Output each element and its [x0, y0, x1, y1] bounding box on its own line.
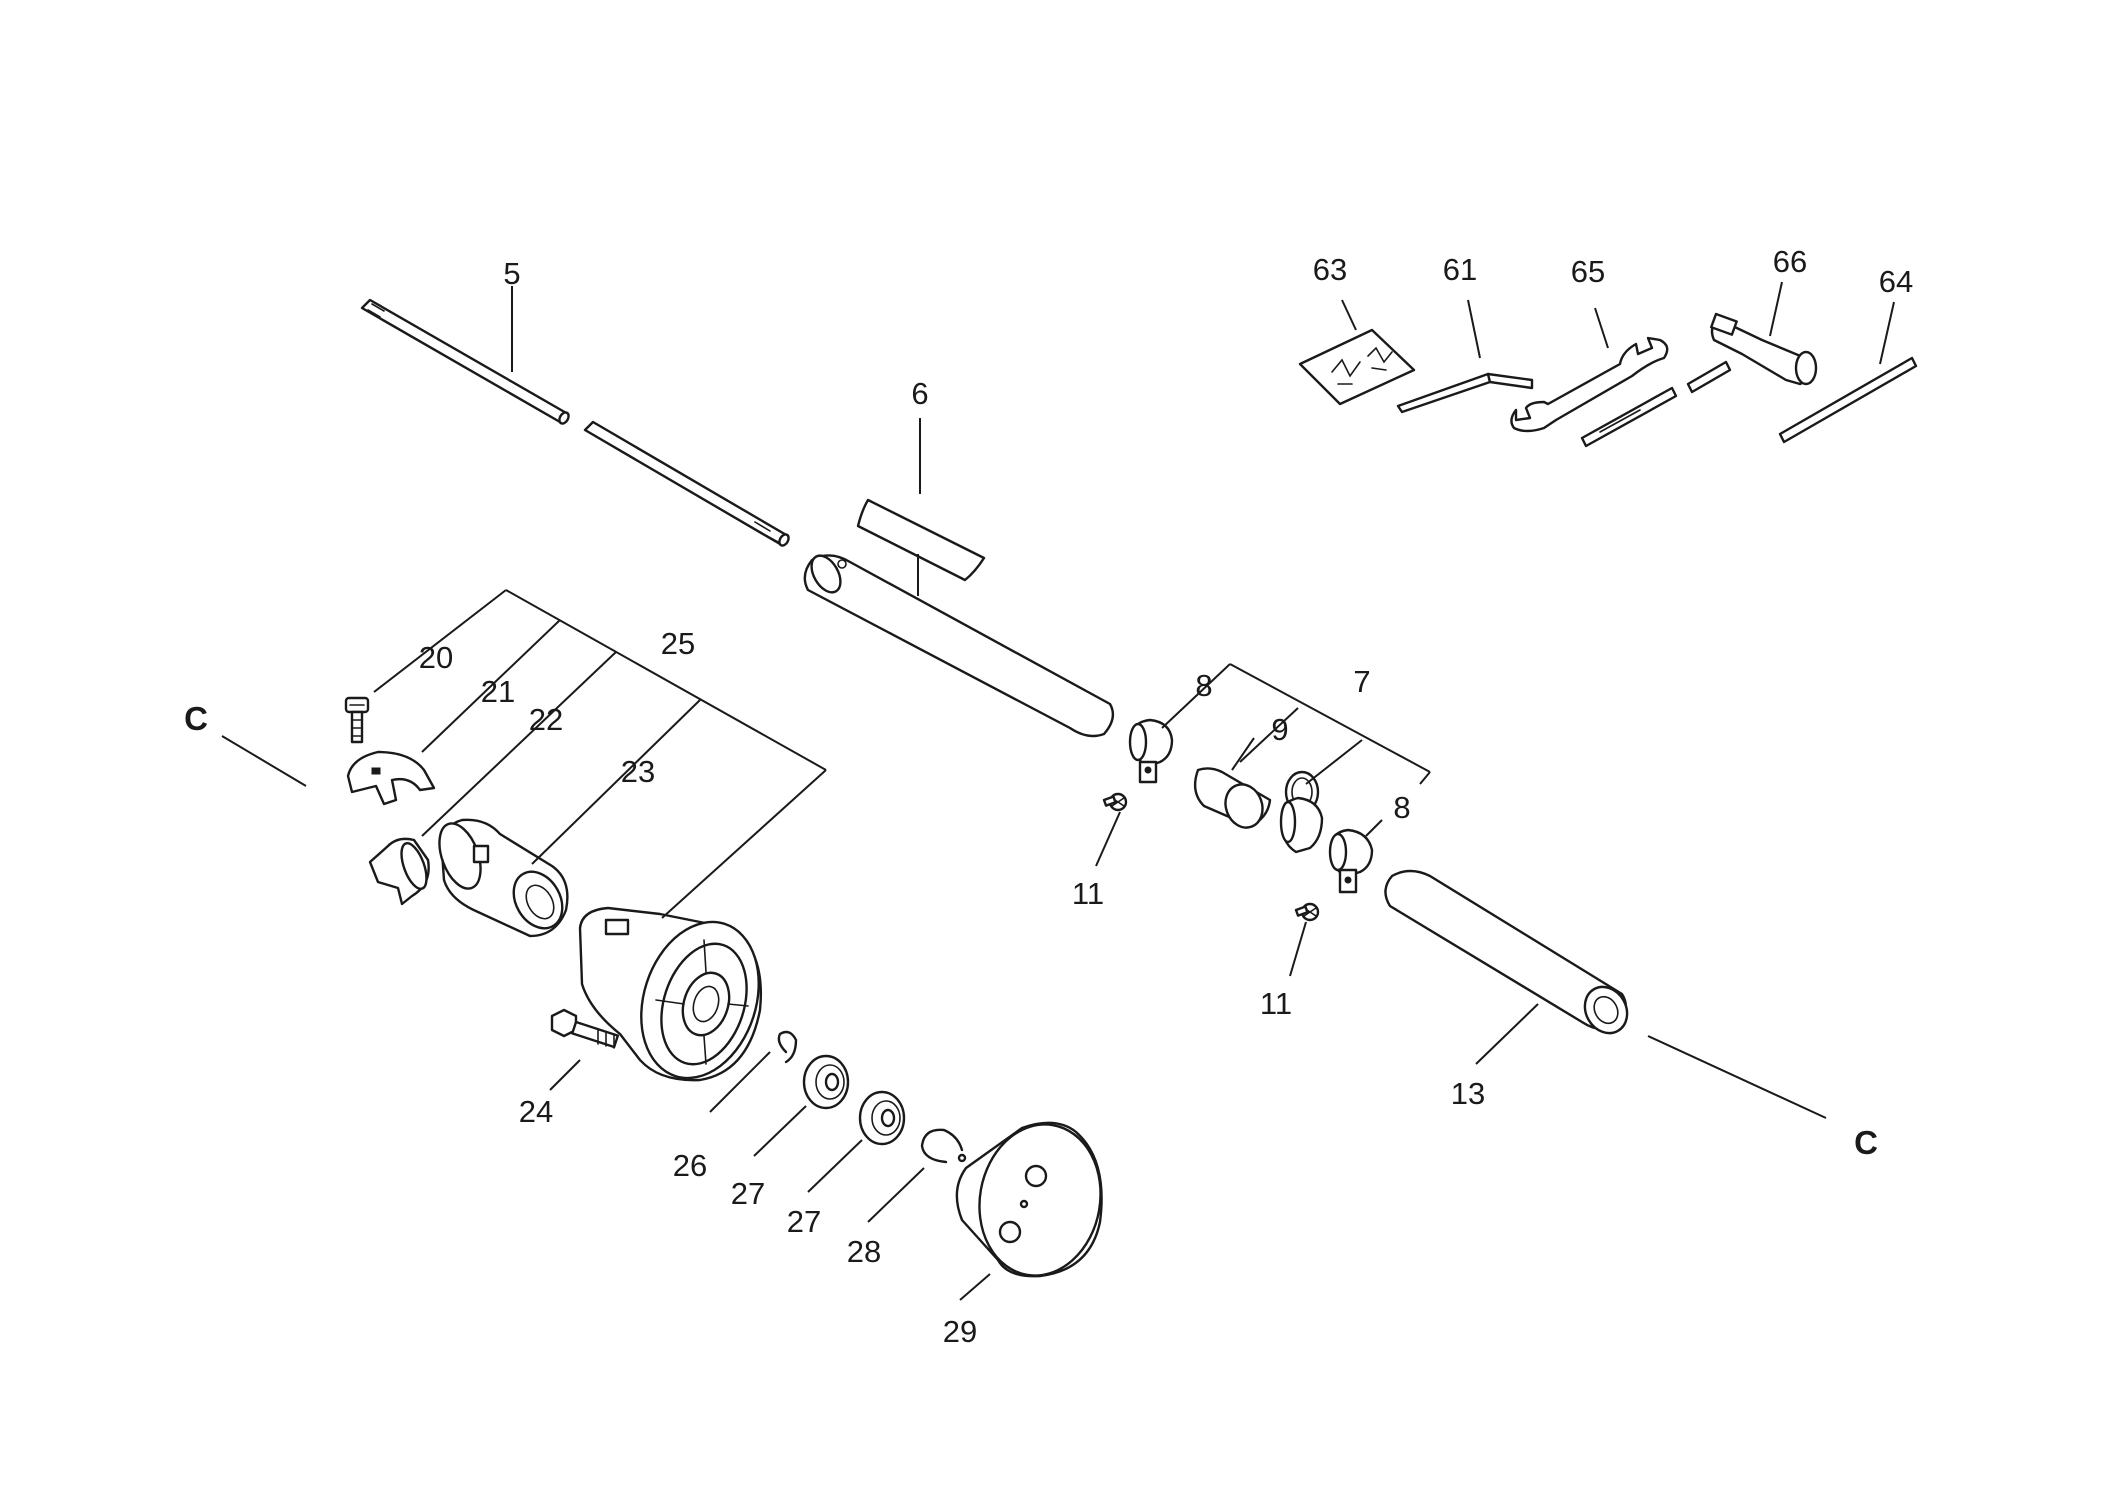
callout-24: 24 [519, 1094, 553, 1129]
gear-case [578, 906, 762, 1082]
screwdriver [1580, 386, 1678, 448]
box-wrench [1686, 312, 1818, 394]
callout-66: 66 [1773, 244, 1807, 279]
bolt-small [344, 696, 370, 744]
clamp-upper [1128, 718, 1174, 784]
gear-housing [438, 818, 569, 938]
callout-11-upper: 11 [1072, 876, 1104, 911]
callout-22: 22 [529, 702, 563, 737]
callout-8-upper: 8 [1195, 668, 1212, 703]
bolt-long [550, 1008, 620, 1049]
snap-ring-small [777, 1030, 798, 1064]
hex-wrench [1396, 372, 1534, 414]
bearing-2 [858, 1090, 906, 1146]
bearing-1 [802, 1054, 850, 1110]
callout-25: 25 [661, 626, 695, 661]
coupling-sleeve [1193, 767, 1272, 829]
main-tube-upper [803, 554, 1115, 738]
tool-bag [1298, 328, 1416, 406]
callout-9: 9 [1271, 712, 1288, 747]
callout-27-first: 27 [731, 1176, 765, 1211]
callout-20: 20 [419, 640, 453, 675]
callout-13: 13 [1451, 1076, 1485, 1111]
callout-6: 6 [911, 376, 928, 411]
clamp-cover-upper [346, 750, 436, 806]
clamp-ring [1279, 770, 1324, 854]
connection-mark-c-left: C [184, 700, 208, 737]
callout-65: 65 [1571, 254, 1605, 289]
callout-28: 28 [847, 1234, 881, 1269]
callout-63: 63 [1313, 252, 1347, 287]
connection-mark-c-right: C [1854, 1124, 1878, 1161]
callout-8-lower: 8 [1393, 790, 1410, 825]
drive-shaft-upper [360, 298, 570, 425]
leader-lines [221, 281, 1895, 1301]
callout-61: 61 [1443, 252, 1477, 287]
callout-23: 23 [621, 754, 655, 789]
callout-27-second: 27 [787, 1204, 821, 1239]
callout-11-lower: 11 [1260, 986, 1292, 1021]
callout-5: 5 [503, 256, 520, 291]
screw-lower [1294, 902, 1320, 922]
shaft-sleeve [856, 498, 986, 582]
clamp-cover-lower [368, 837, 430, 906]
callout-64: 64 [1879, 264, 1913, 299]
blade-holder [955, 1121, 1103, 1278]
clamp-lower [1328, 828, 1374, 894]
callout-29: 29 [943, 1314, 977, 1349]
spanner [1510, 336, 1669, 433]
snap-ring-large [920, 1128, 967, 1164]
callout-7: 7 [1353, 664, 1370, 699]
callout-26: 26 [673, 1148, 707, 1183]
callout-labels: 5 6 7 8 8 9 11 11 13 20 21 22 23 24 25 2… [184, 244, 1913, 1349]
main-tube-lower [1384, 869, 1629, 1035]
screw-upper [1102, 792, 1128, 812]
drive-shaft-lower [583, 420, 790, 547]
callout-21: 21 [481, 674, 515, 709]
tommy-bar [1778, 356, 1918, 444]
